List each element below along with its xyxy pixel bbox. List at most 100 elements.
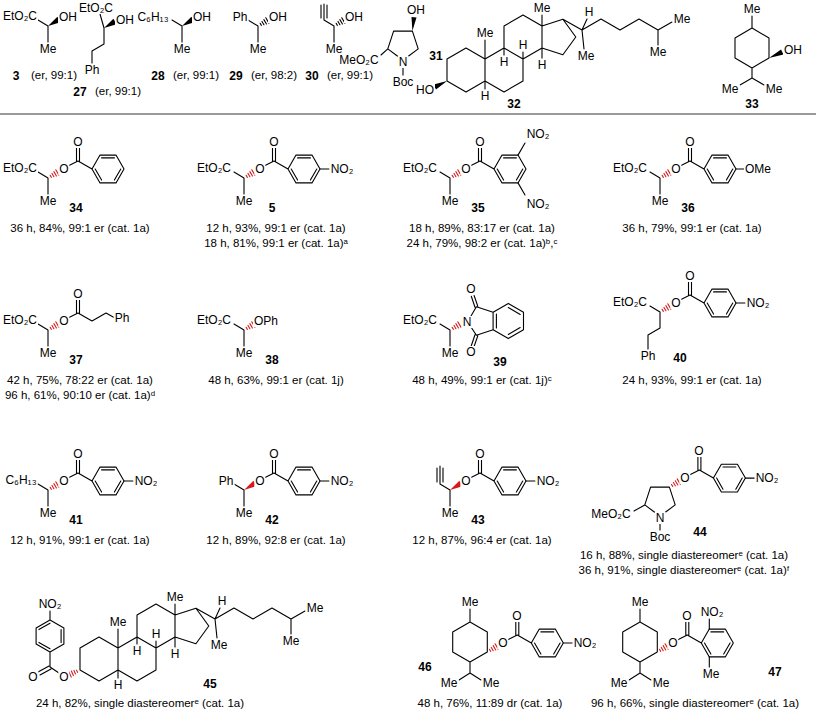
bond-line: [248, 20, 258, 42]
atom-label: Me: [39, 195, 58, 207]
compound-35: [440, 143, 526, 195]
atom-label: OH: [783, 44, 803, 56]
atom-label: H: [537, 59, 548, 71]
bond-line: [381, 31, 418, 75]
condition-text: 36 h, 84%, 99:1 er (cat. 1a): [10, 223, 149, 235]
compound-number: 3: [13, 70, 20, 82]
compound-number: 34: [69, 202, 82, 214]
condition-text: 24 h, 79%, 98:2 er (cat. 1a)ᵇ,ᶜ: [407, 238, 558, 250]
atom-label: NO₂: [536, 475, 561, 487]
atom-label: Me: [306, 602, 325, 614]
atom-label: O: [72, 136, 83, 148]
bond-line: [470, 148, 526, 183]
compound-number: 36: [681, 202, 694, 214]
atom-label: EtO₂C: [196, 314, 232, 326]
atom-label: O: [474, 448, 485, 460]
atom-label: NO₂: [526, 198, 551, 210]
atom-label: EtO₂C: [78, 2, 114, 14]
atom-label: EtO₂C: [2, 10, 38, 22]
compound-34: [38, 148, 124, 194]
bond-line: [507, 622, 563, 657]
condition-text: 18 h, 89%, 83:17 er (cat. 1a): [409, 223, 555, 235]
atom-label: EtO₂C: [2, 314, 38, 326]
bond-line: [745, 478, 754, 479]
atom-label: O: [72, 288, 83, 300]
atom-label: O: [460, 475, 471, 487]
bond-line: [471, 296, 524, 347]
atom-label: O: [684, 270, 695, 282]
atom-label: Ph: [232, 11, 249, 23]
atom-label: Me: [673, 13, 692, 25]
atom-label: Me: [721, 83, 740, 95]
atom-label: OH: [344, 11, 364, 23]
condition-text: 36 h, 79%, 99:1 er (cat. 1a): [622, 223, 761, 235]
compound-40: [648, 282, 745, 349]
compound-number: 45: [203, 678, 216, 690]
condition-text: 12 h, 91%, 99:1 er (cat. 1a): [10, 535, 149, 547]
atom-label: Me: [702, 668, 721, 680]
atom-label: OH: [192, 11, 212, 23]
bond-line: [172, 20, 182, 42]
compound-41: [38, 460, 133, 506]
bond-line: [264, 460, 320, 495]
atom-label: H: [480, 90, 491, 102]
compound-number: 40: [673, 352, 686, 364]
atom-label: OH: [58, 11, 78, 23]
atom-label: Me: [652, 677, 671, 689]
compound-27: [92, 14, 117, 63]
condition-text: (er, 99:1): [327, 70, 373, 82]
bond-line: [412, 17, 417, 31]
atom-label: N: [398, 56, 409, 68]
atom-label: Boc: [392, 76, 415, 88]
bond-line: [447, 15, 672, 92]
atom-label: Me: [39, 43, 58, 55]
compound-47: [623, 609, 734, 680]
compound-31: [381, 17, 418, 75]
bond-line: [470, 460, 526, 495]
bond-line: [680, 148, 736, 183]
atom-label: Me: [210, 639, 229, 651]
atom-label: EtO₂C: [402, 162, 438, 174]
condition-text: 36 h, 91%, single diastereomerᵉ (cat. 1a…: [579, 565, 790, 577]
bond-line: [38, 324, 48, 346]
compound-number: 5: [269, 202, 276, 214]
condition-text: (er, 99:1): [95, 86, 141, 98]
atom-label: H: [518, 39, 529, 51]
atom-label: Ph: [114, 312, 131, 324]
bond-line: [124, 480, 133, 481]
condition-text: (er, 99:1): [173, 70, 219, 82]
atom-label: O: [474, 136, 485, 148]
bond-line: [452, 322, 461, 330]
atom-label: O: [465, 283, 476, 295]
atom-label: Me: [577, 50, 596, 62]
bond-line: [38, 484, 48, 506]
atom-label: Me: [743, 3, 762, 15]
bond-line: [38, 20, 48, 42]
condition-text: 48 h, 49%, 99:1 er (cat. 1j)ᶜ: [412, 375, 552, 387]
compound-number: 38: [265, 354, 278, 366]
compound-39: [440, 296, 524, 347]
atom-label: O: [268, 136, 279, 148]
atom-label: Me: [249, 43, 268, 55]
atom-label: Me: [39, 507, 58, 519]
bond-line: [68, 148, 124, 183]
bond-line: [563, 642, 572, 643]
atom-label: Me: [173, 43, 192, 55]
atom-label: NO₂: [526, 128, 551, 140]
atom-label: NO₂: [38, 598, 63, 610]
compound-29: [248, 18, 269, 42]
atom-label: Me: [235, 347, 254, 359]
bond-line: [518, 143, 525, 195]
atom-label: OH: [115, 14, 135, 26]
condition-text: 12 h, 93%, 99:1 er (cat. 1a): [206, 223, 345, 235]
atom-label: H: [151, 628, 162, 640]
bond-line: [264, 148, 320, 183]
compound-number: 31: [429, 50, 442, 62]
atom-label: NO₂: [573, 637, 598, 649]
atom-label: O: [667, 637, 678, 649]
bond-line: [321, 4, 334, 42]
bond-line: [634, 487, 675, 530]
condition-text: 96 h, 61%, 90:10 er (cat. 1a)ᵈ: [5, 390, 155, 402]
